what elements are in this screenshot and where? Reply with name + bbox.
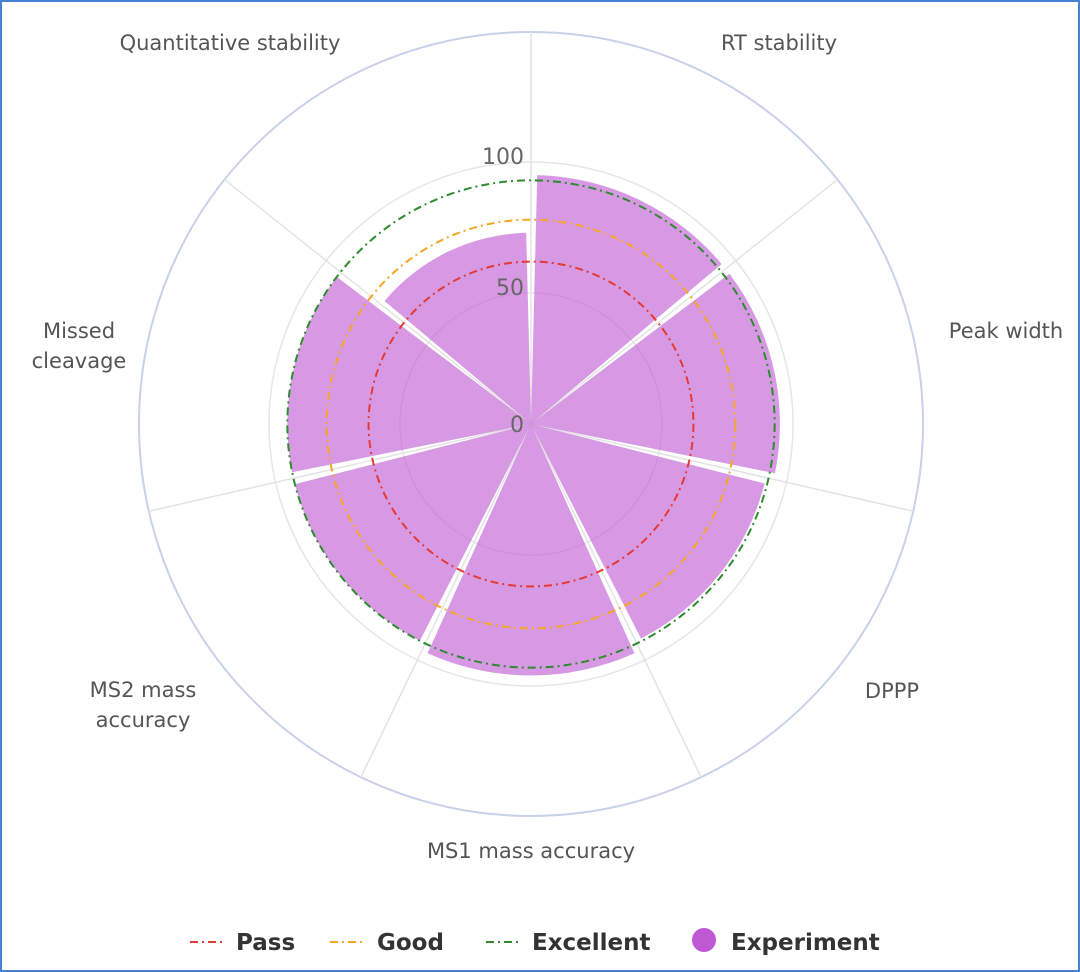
radial-tick-50: 50	[496, 276, 524, 301]
category-label-peak-width: Peak width	[949, 319, 1063, 343]
bar-ms1-mass-accuracy[interactable]	[427, 424, 635, 676]
bar-peak-width[interactable]	[531, 273, 780, 474]
threshold-ring-pass	[367, 260, 695, 588]
category-label-rt-stability: RT stability	[721, 31, 837, 55]
bar-dppp[interactable]	[531, 424, 765, 639]
grid-spoke-2	[530, 423, 914, 512]
category-label-ms1-mass-accuracy: MS1 mass accuracy	[427, 839, 635, 863]
legend-label-good: Good	[377, 930, 444, 956]
bar-ms2-mass-accuracy[interactable]	[294, 424, 531, 641]
legend-item-excellent[interactable]: Excellent	[486, 930, 651, 956]
category-label-dppp: DPPP	[865, 679, 919, 703]
grid-spoke-4	[360, 423, 532, 778]
legend-label-excellent: Excellent	[532, 930, 651, 956]
grid-spoke-1	[530, 179, 838, 425]
grid-spoke-6	[224, 179, 532, 425]
bar-quantitative-stability[interactable]	[384, 232, 531, 424]
grid-spoke-3	[530, 423, 702, 778]
bar-missed-cleavage[interactable]	[287, 276, 531, 473]
legend-item-pass[interactable]: Pass	[190, 930, 295, 956]
legend-label-pass: Pass	[236, 930, 295, 956]
radial-tick-0: 0	[510, 413, 524, 438]
threshold-ring-excellent	[286, 179, 776, 669]
legend-item-good[interactable]: Good	[330, 930, 444, 956]
grid-spoke-5	[148, 423, 532, 512]
legend-item-experiment[interactable]: Experiment	[692, 928, 880, 956]
bar-rt-stability[interactable]	[531, 175, 722, 424]
experiment-bars	[287, 175, 780, 676]
legend[interactable]: Pass Good Excellent Experiment	[190, 928, 880, 956]
category-label-quantitative-stability: Quantitative stability	[120, 31, 341, 55]
radial-tick-100: 100	[482, 145, 524, 170]
threshold-ring-good	[325, 218, 737, 630]
threshold-rings	[286, 179, 776, 669]
legend-marker-experiment	[692, 928, 716, 952]
legend-label-experiment: Experiment	[731, 930, 880, 956]
